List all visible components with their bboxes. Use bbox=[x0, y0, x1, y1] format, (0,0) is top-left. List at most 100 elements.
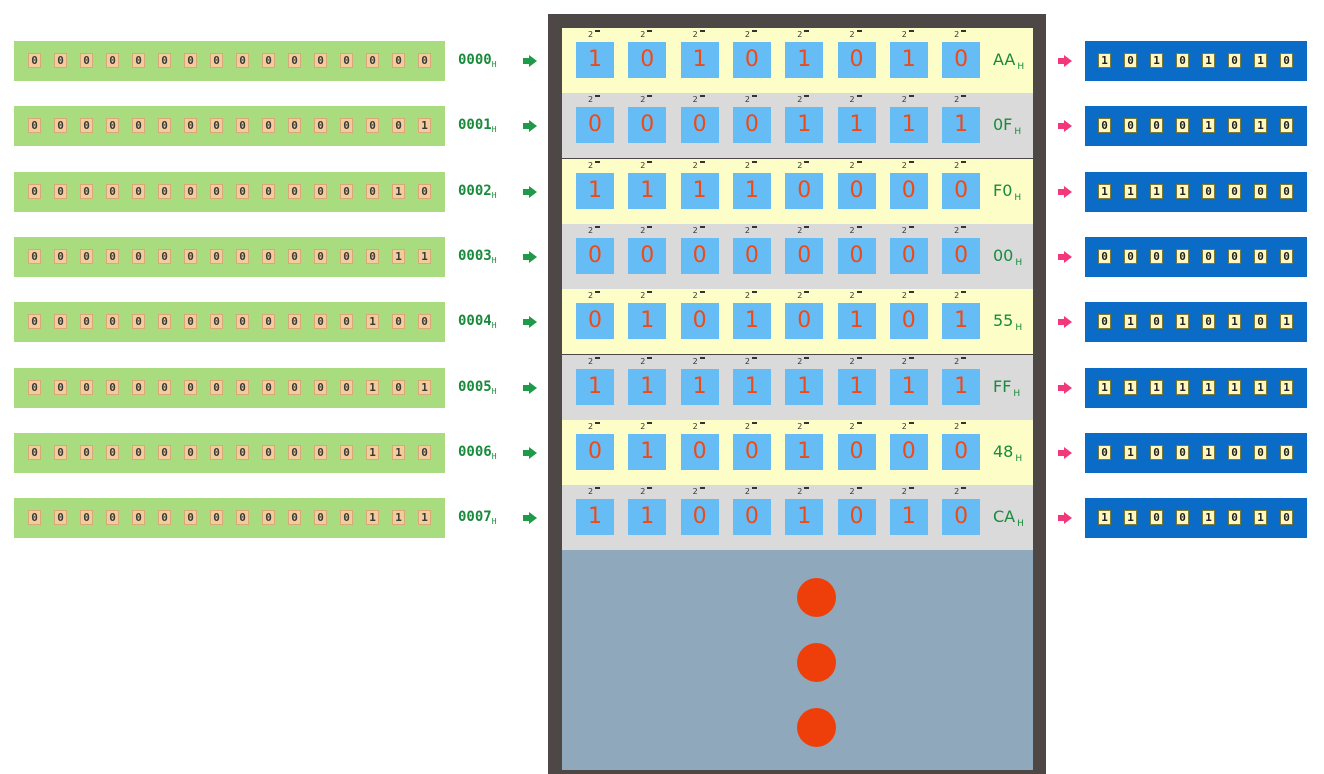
data-bit: 0 bbox=[1176, 118, 1189, 133]
data-bit: 1 bbox=[1228, 380, 1241, 395]
address-hex-label: 0005H bbox=[458, 379, 497, 396]
bit-power-label: 2 bbox=[693, 161, 713, 171]
data-bit: 0 bbox=[1124, 249, 1137, 264]
address-bit: 0 bbox=[80, 53, 93, 68]
data-bit: 0 bbox=[1150, 445, 1163, 460]
data-hex-suffix: H bbox=[1014, 193, 1022, 203]
bit-power-label: 2 bbox=[797, 357, 817, 367]
data-bit: 1 bbox=[1098, 53, 1111, 68]
data-bit: 1 bbox=[1228, 314, 1241, 329]
address-bit: 1 bbox=[366, 380, 379, 395]
data-bit: 0 bbox=[1280, 510, 1293, 525]
address-bit: 0 bbox=[288, 53, 301, 68]
memory-bit-cell: 0 bbox=[628, 238, 667, 274]
address-bit: 0 bbox=[184, 118, 197, 133]
data-hex-value: 00 bbox=[993, 246, 1014, 265]
bit-power-label: 2 bbox=[745, 161, 765, 171]
data-bit: 0 bbox=[1202, 184, 1215, 199]
address-bit: 0 bbox=[418, 445, 431, 460]
bit-power-label: 2 bbox=[954, 95, 974, 105]
data-bit: 1 bbox=[1150, 53, 1163, 68]
bit-power-label: 2 bbox=[954, 226, 974, 236]
memory-bit-cell: 0 bbox=[942, 499, 981, 535]
memory-bit-cell: 1 bbox=[576, 173, 614, 209]
address-bit: 0 bbox=[210, 249, 223, 264]
memory-bit-cell: 1 bbox=[942, 369, 981, 405]
memory-bit-cell: 0 bbox=[732, 238, 771, 274]
bit-power-label: 2 bbox=[902, 30, 922, 40]
address-bit: 0 bbox=[54, 445, 67, 460]
address-bit: 0 bbox=[184, 53, 197, 68]
address-bit: 0 bbox=[132, 510, 145, 525]
address-bit: 0 bbox=[54, 510, 67, 525]
data-bit: 0 bbox=[1098, 314, 1111, 329]
bit-power-label: 2 bbox=[797, 487, 817, 497]
arrow-right-icon bbox=[1058, 512, 1072, 524]
memory-bit-cell: 1 bbox=[942, 303, 981, 339]
address-bit: 0 bbox=[184, 380, 197, 395]
ellipsis-dot bbox=[797, 578, 836, 617]
address-bit: 0 bbox=[262, 314, 275, 329]
address-bit: 0 bbox=[314, 380, 327, 395]
memory-bit-cell: 0 bbox=[889, 173, 928, 209]
memory-bit-cell: 0 bbox=[942, 173, 981, 209]
data-bit: 0 bbox=[1228, 249, 1241, 264]
address-bit: 0 bbox=[158, 249, 171, 264]
data-bit: 0 bbox=[1280, 249, 1293, 264]
bit-power-label: 2 bbox=[954, 30, 974, 40]
arrow-right-icon bbox=[523, 512, 537, 524]
data-bit: 1 bbox=[1150, 184, 1163, 199]
memory-bit-cell: 0 bbox=[732, 107, 771, 143]
address-bit: 0 bbox=[288, 118, 301, 133]
address-bit: 0 bbox=[80, 314, 93, 329]
data-bit: 0 bbox=[1254, 184, 1267, 199]
data-bit: 0 bbox=[1176, 445, 1189, 460]
memory-bit-cell: 0 bbox=[576, 303, 614, 339]
arrow-right-icon bbox=[523, 447, 537, 459]
memory-bit-cell: 1 bbox=[628, 369, 667, 405]
ellipsis-dot bbox=[797, 643, 836, 682]
address-bit: 0 bbox=[106, 249, 119, 264]
data-hex-value: 55 bbox=[993, 311, 1014, 330]
address-bit: 0 bbox=[158, 53, 171, 68]
address-bit: 1 bbox=[418, 118, 431, 133]
memory-bit-cell: 0 bbox=[680, 303, 719, 339]
memory-bit-cell: 0 bbox=[628, 42, 667, 78]
address-bit: 0 bbox=[288, 249, 301, 264]
address-bit: 0 bbox=[262, 249, 275, 264]
data-bit: 1 bbox=[1150, 380, 1163, 395]
bit-power-label: 2 bbox=[850, 422, 870, 432]
data-bit: 0 bbox=[1150, 118, 1163, 133]
data-bit: 0 bbox=[1228, 53, 1241, 68]
address-bit: 0 bbox=[184, 184, 197, 199]
bit-power-label: 2 bbox=[588, 422, 608, 432]
bit-power-label: 2 bbox=[850, 226, 870, 236]
memory-bit-cell: 1 bbox=[680, 42, 719, 78]
data-bit: 1 bbox=[1124, 510, 1137, 525]
arrow-right-icon bbox=[1058, 447, 1072, 459]
data-bit: 0 bbox=[1228, 184, 1241, 199]
address-bit: 0 bbox=[236, 184, 249, 199]
data-bit: 1 bbox=[1202, 380, 1215, 395]
address-bit: 0 bbox=[210, 314, 223, 329]
address-bit: 0 bbox=[340, 53, 353, 68]
memory-bit-cell: 0 bbox=[732, 499, 771, 535]
memory-bit-cell: 1 bbox=[785, 369, 824, 405]
memory-bit-cell: 1 bbox=[889, 42, 928, 78]
address-bit: 0 bbox=[106, 380, 119, 395]
bit-power-label: 2 bbox=[902, 291, 922, 301]
address-bit: 1 bbox=[366, 445, 379, 460]
data-bit: 1 bbox=[1254, 118, 1267, 133]
address-bit: 0 bbox=[158, 118, 171, 133]
address-bit: 0 bbox=[210, 118, 223, 133]
